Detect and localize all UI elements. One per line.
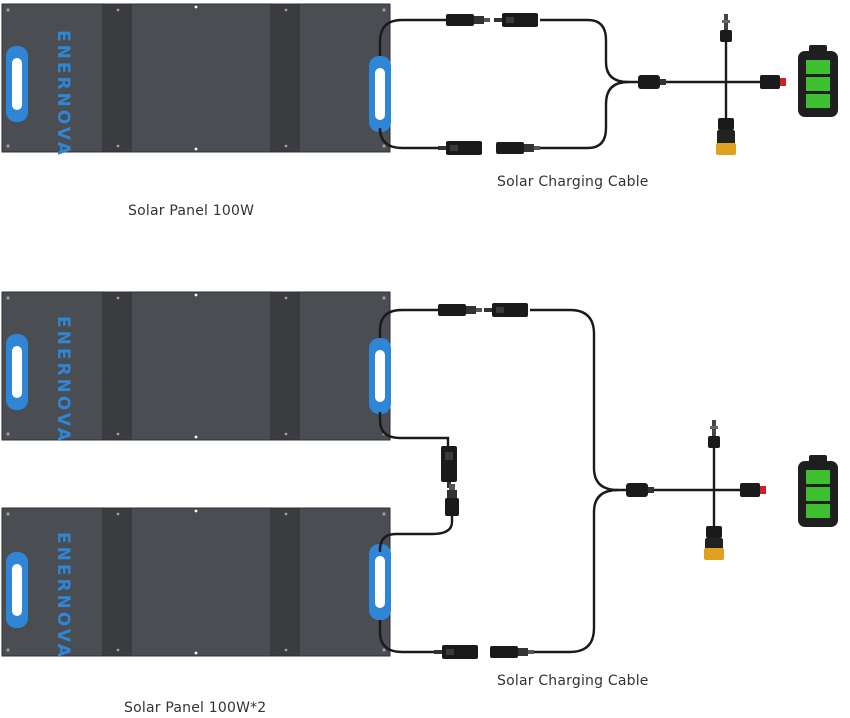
battery-icon	[798, 45, 838, 117]
mc4-male-connector-icon	[496, 142, 540, 154]
cable-label: Solar Charging Cable	[497, 174, 649, 190]
handle-icon	[369, 338, 391, 414]
battery-icon	[798, 455, 838, 527]
handle-icon	[6, 46, 28, 122]
handle-icon	[369, 544, 391, 620]
solar-panel-label: Solar Panel 100W	[128, 203, 255, 219]
mc4-female-connector-icon	[494, 13, 538, 27]
mc4-male-connector-icon	[445, 484, 459, 516]
mc4-male-connector-icon	[490, 646, 534, 658]
mc4-male-connector-icon	[446, 14, 490, 26]
bottom-diagram: ENERNOVA ENERNOVA	[1, 291, 838, 660]
dc-plug-icon	[720, 14, 732, 42]
handle-icon	[369, 56, 391, 132]
solar-charging-cable	[378, 308, 742, 654]
brand-logo: ENERNOVA	[53, 532, 73, 660]
anderson-connector-icon	[740, 483, 766, 497]
handle-icon	[6, 552, 28, 628]
mc4-female-connector-icon	[438, 141, 482, 155]
anderson-connector-icon	[760, 75, 786, 89]
brand-logo: ENERNOVA	[53, 30, 73, 158]
xt60-connector-icon	[704, 526, 724, 560]
solar-charging-cable	[378, 18, 762, 150]
mc4-female-connector-icon	[441, 446, 457, 488]
mc4-female-connector-icon	[484, 303, 528, 317]
dc-plug-icon	[708, 420, 720, 448]
y-splitter-icon	[626, 483, 654, 497]
brand-logo: ENERNOVA	[53, 316, 73, 444]
handle-icon	[6, 334, 28, 410]
y-splitter-icon	[638, 75, 666, 89]
solar-panel-label: Solar Panel 100W*2	[124, 700, 267, 716]
cable-label: Solar Charging Cable	[497, 673, 649, 689]
top-diagram: ENERNOVA	[1, 3, 838, 158]
mc4-male-connector-icon	[438, 304, 482, 316]
xt60-connector-icon	[716, 118, 736, 155]
mc4-female-connector-icon	[434, 645, 478, 659]
